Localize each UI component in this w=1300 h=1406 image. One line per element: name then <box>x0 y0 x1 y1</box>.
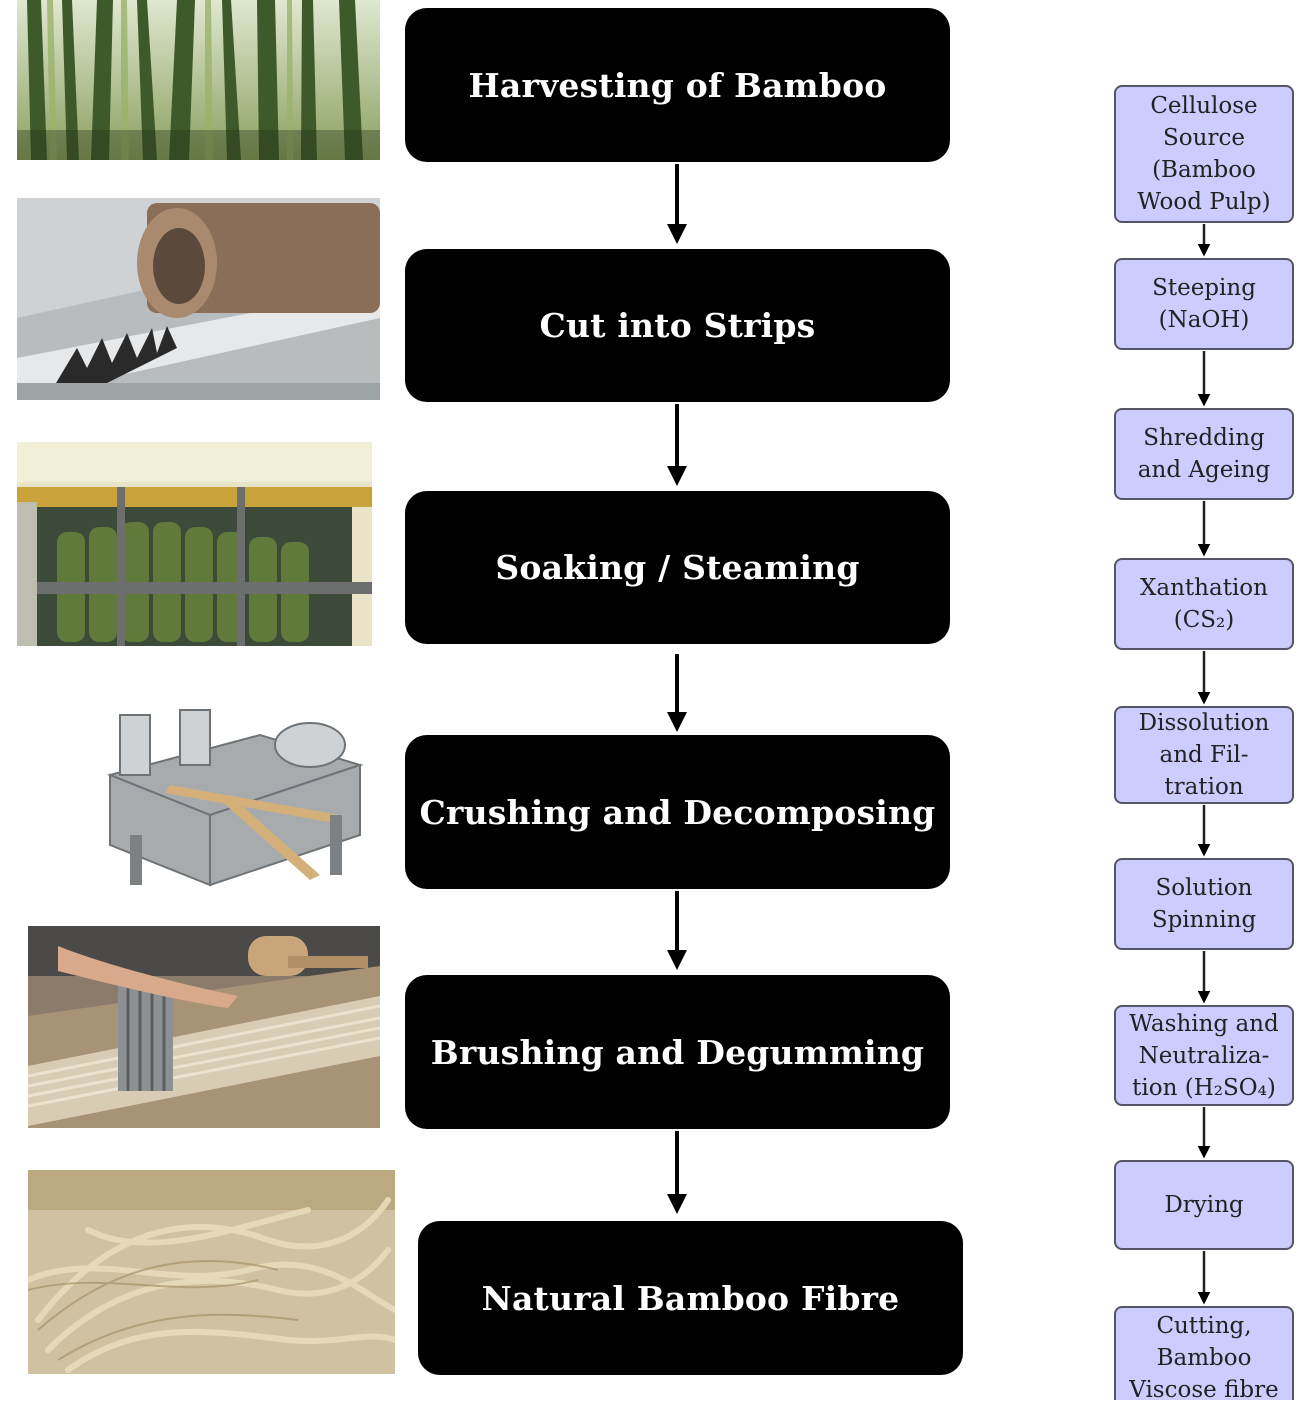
viscose-step-line: Shredding <box>1143 425 1265 451</box>
step-label: Cut into Strips <box>539 306 816 345</box>
viscose-step-dissolution-and-filtration: Dissolution and Fil- tration <box>1114 706 1294 804</box>
step-natural-bamboo-fibre: Natural Bamboo Fibre <box>418 1221 963 1375</box>
brushing-degumming-photo <box>28 926 380 1128</box>
viscose-step-xanthation: Xanthation (CS₂) <box>1114 558 1294 650</box>
soaking-tank-photo <box>17 442 372 646</box>
viscose-step-line: Neutraliza- <box>1138 1042 1270 1069</box>
step-harvesting-of-bamboo: Harvesting of Bamboo <box>405 8 950 162</box>
viscose-step-cellulose-source: Cellulose Source (Bamboo Wood Pulp) <box>1114 85 1294 223</box>
viscose-step-line: (Bamboo <box>1152 157 1256 183</box>
viscose-step-line: and Fil- <box>1159 742 1249 768</box>
viscose-step-line: and Ageing <box>1137 457 1271 483</box>
viscose-step-line: Source <box>1163 125 1245 151</box>
viscose-step-washing-and-neutralization: Washing and Neutraliza- tion (H₂SO₄) <box>1114 1005 1294 1106</box>
step-label: Soaking / Steaming <box>495 548 860 587</box>
step-label: Crushing and Decomposing <box>419 792 936 832</box>
viscose-step-line: Wood Pulp) <box>1137 189 1271 215</box>
step-label: Brushing and Degumming <box>430 1032 925 1072</box>
viscose-step-line: Bamboo <box>1156 1345 1252 1371</box>
viscose-step-line: Cellulose <box>1150 93 1258 119</box>
viscose-step-shredding-and-ageing: Shredding and Ageing <box>1114 408 1294 500</box>
viscose-step-line: Xanthation <box>1140 575 1268 601</box>
viscose-step-line: Viscose fibre <box>1129 1377 1279 1403</box>
viscose-step-drying: Drying <box>1114 1160 1294 1250</box>
bamboo-forest-photo <box>17 0 380 160</box>
bamboo-splitting-machine-photo <box>17 198 380 400</box>
step-cut-into-strips: Cut into Strips <box>405 249 950 402</box>
viscose-step-line: Cutting, <box>1156 1313 1252 1339</box>
step-label: Natural Bamboo Fibre <box>481 1278 900 1318</box>
bamboo-fibre-photo <box>28 1170 395 1374</box>
viscose-step-line: Solution <box>1155 875 1253 901</box>
viscose-step-steeping: Steeping (NaOH) <box>1114 258 1294 350</box>
viscose-step-cutting-bamboo-viscose-fibre: Cutting, Bamboo Viscose fibre <box>1114 1306 1294 1403</box>
viscose-step-line: Steeping <box>1152 275 1256 301</box>
viscose-step-line: Drying <box>1164 1192 1244 1218</box>
viscose-step-line: Washing and <box>1129 1010 1279 1037</box>
viscose-step-line: (NaOH) <box>1158 307 1250 333</box>
step-brushing-and-degumming: Brushing and Degumming <box>405 975 950 1129</box>
viscose-step-line: Spinning <box>1151 907 1257 933</box>
viscose-step-solution-spinning: Solution Spinning <box>1114 858 1294 950</box>
viscose-step-line: (CS₂) <box>1173 607 1235 633</box>
viscose-step-line: tration <box>1164 774 1244 800</box>
step-label: Harvesting of Bamboo <box>468 65 887 105</box>
viscose-step-line: Dissolution <box>1138 710 1270 736</box>
viscose-step-line: tion (H₂SO₄) <box>1132 1074 1276 1101</box>
step-crushing-and-decomposing: Crushing and Decomposing <box>405 735 950 889</box>
crushing-machine-photo <box>80 705 380 890</box>
step-soaking-steaming: Soaking / Steaming <box>405 491 950 644</box>
